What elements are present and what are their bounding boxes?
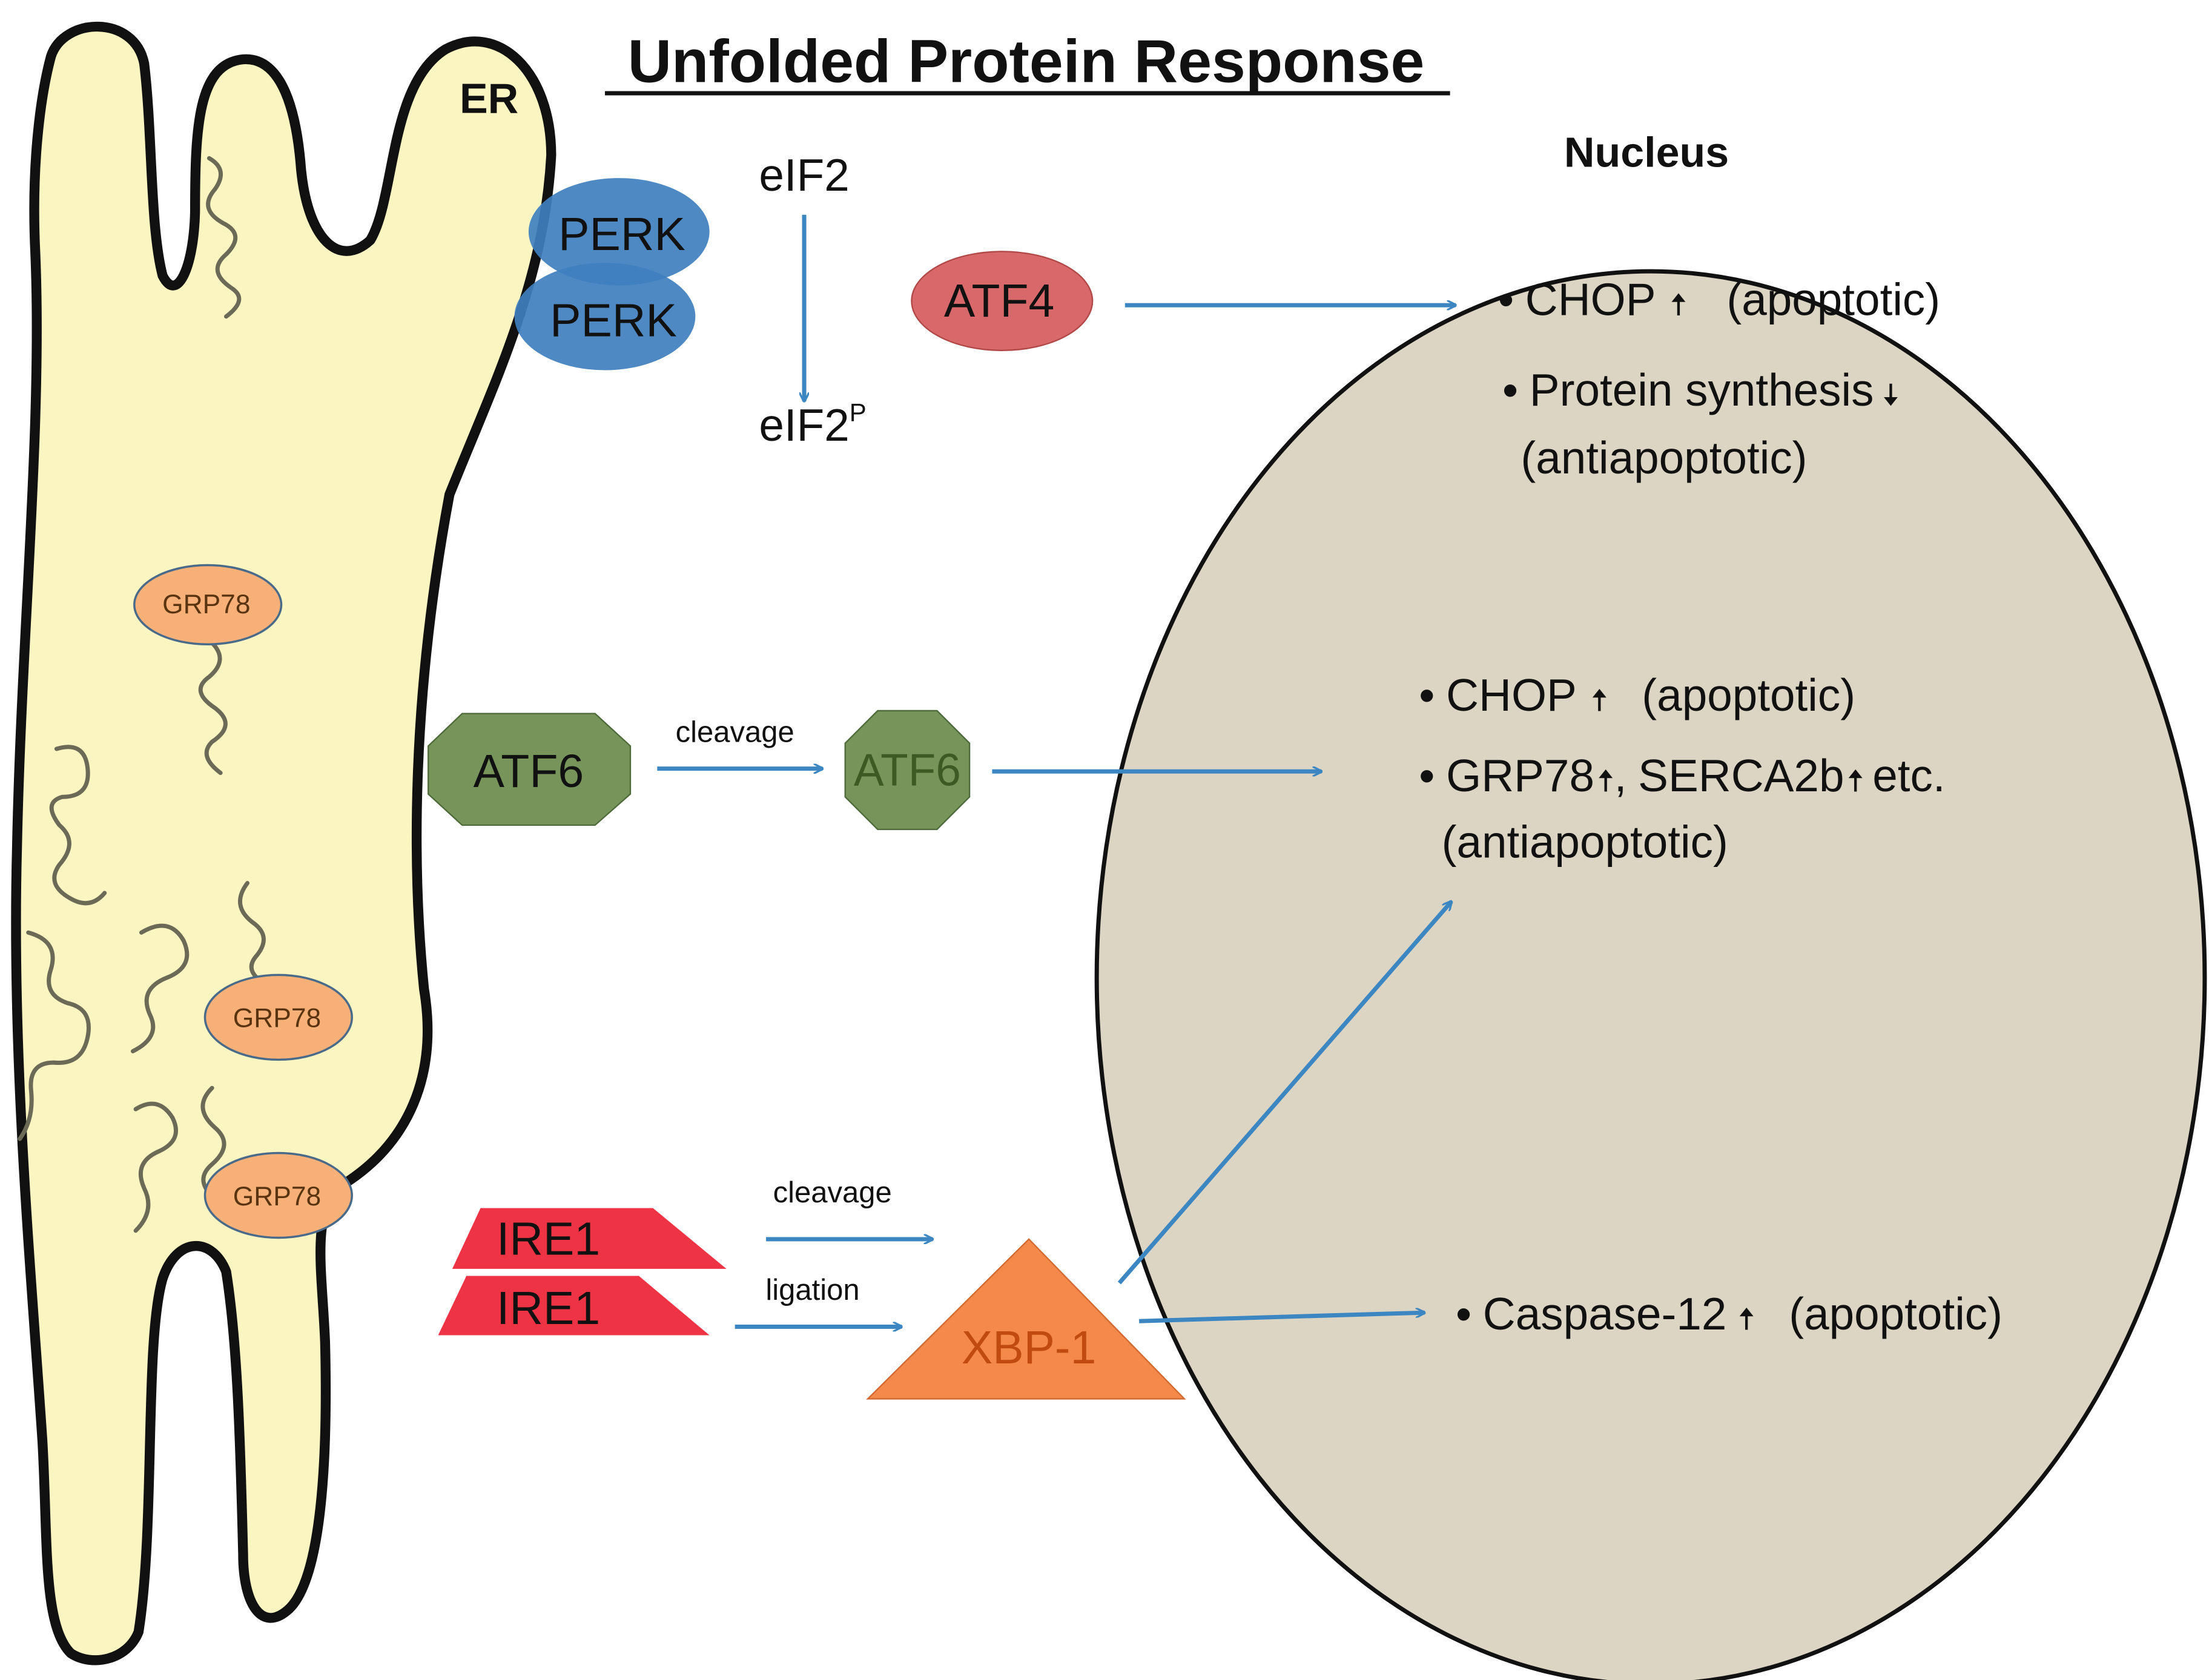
atf6-membrane-label: ATF6 bbox=[474, 745, 584, 797]
er-label: ER bbox=[460, 75, 518, 122]
atf4-label: ATF4 bbox=[944, 275, 1055, 327]
grp78-label-3: GRP78 bbox=[233, 1182, 321, 1211]
grp78-label-2: GRP78 bbox=[233, 1004, 321, 1033]
atf6-cleaved-label: ATF6 bbox=[854, 745, 961, 796]
perk-protein-top bbox=[528, 178, 710, 286]
unfolded-protein-chain bbox=[18, 930, 91, 1141]
atf6-outcome-antiapoptotic: (antiapoptotic) bbox=[1442, 817, 1728, 868]
xbp1-to-caspase-arrow bbox=[1139, 1313, 1424, 1323]
atf6-cleaved-protein bbox=[844, 710, 971, 831]
unfolded-protein-chain bbox=[238, 881, 276, 990]
xbp1-to-atf6-targets-arrow bbox=[1117, 901, 1451, 1285]
perk-outcome-antiapoptotic: (antiapoptotic) bbox=[1521, 432, 1807, 483]
atf6-outcome-grp78-serca: •GRP78🠅,SERCA2b🠅etc. bbox=[1419, 750, 1945, 801]
unfolded-protein-chain bbox=[130, 923, 190, 1053]
grp78-protein-3 bbox=[203, 1151, 353, 1239]
ire1-protein-top bbox=[452, 1208, 727, 1269]
atf6-cleavage-label: cleavage bbox=[676, 716, 794, 748]
grp78-protein-1 bbox=[133, 564, 283, 646]
atf6-outcome-chop: •CHOP🠅(apoptotic) bbox=[1419, 670, 1855, 720]
eif2p-label: eIF2P bbox=[759, 398, 866, 451]
perk-protein-bottom bbox=[514, 263, 696, 371]
perk-label-top: PERK bbox=[558, 208, 685, 260]
er-membrane bbox=[11, 21, 556, 1665]
diagram-title: Unfolded Protein Response bbox=[628, 27, 1425, 95]
ire1-label-top: IRE1 bbox=[497, 1213, 600, 1265]
eif2-label: eIF2 bbox=[759, 150, 849, 200]
unfolded-protein-chain bbox=[198, 641, 228, 776]
ire1-cleavage-label: cleavage bbox=[773, 1176, 892, 1209]
nucleus-label: Nucleus bbox=[1564, 128, 1729, 176]
atf4-protein bbox=[911, 251, 1094, 351]
grp78-protein-2 bbox=[203, 973, 353, 1061]
ire1-label-bottom: IRE1 bbox=[497, 1282, 600, 1334]
ire1-ligation-label: ligation bbox=[765, 1274, 859, 1306]
perk-outcome-chop: •CHOP🠅(apoptotic) bbox=[1498, 274, 1940, 324]
xbp1-label: XBP-1 bbox=[962, 1322, 1097, 1374]
atf6-membrane-protein bbox=[428, 713, 632, 826]
unfolded-protein-chain bbox=[206, 156, 242, 319]
nucleus bbox=[1094, 269, 2207, 1680]
unfolded-proteins bbox=[18, 156, 276, 1233]
unfolded-protein-chain bbox=[200, 1085, 226, 1204]
grp78-label-1: GRP78 bbox=[162, 590, 250, 619]
unfolded-protein-chain bbox=[49, 745, 107, 906]
xbp1-protein bbox=[866, 1238, 1186, 1400]
ire1-outcome-caspase: •Caspase-12🠅(apoptotic) bbox=[1456, 1288, 2003, 1339]
perk-label-bottom: PERK bbox=[550, 294, 677, 346]
perk-outcome-protein-synthesis: •Protein synthesis🠇 bbox=[1502, 364, 1900, 415]
ire1-protein-bottom bbox=[438, 1276, 710, 1336]
unfolded-protein-chain bbox=[133, 1101, 178, 1233]
